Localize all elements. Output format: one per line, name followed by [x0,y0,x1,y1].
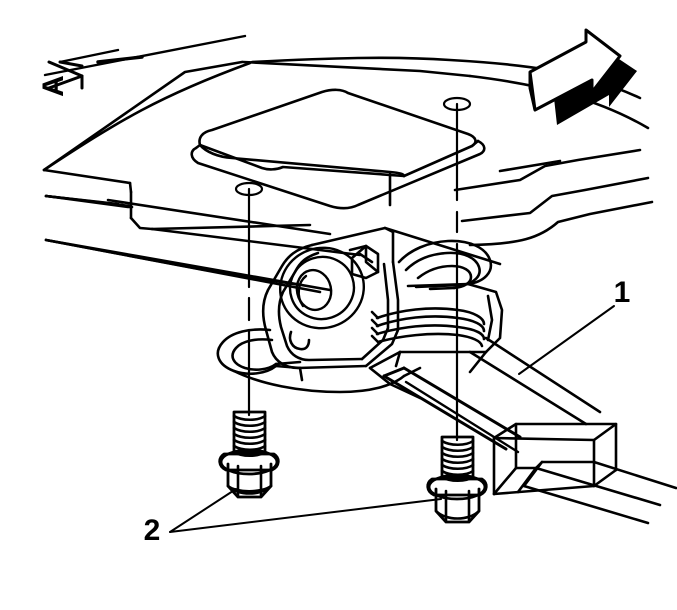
raised-rectangular-pad [190,88,486,210]
vehicle-underbody-panel [42,34,654,294]
pry-bar-tool [382,336,677,525]
view-marker-letter: A [37,75,70,97]
callout-label-1: 1 [614,276,631,309]
callout-label-2: 2 [144,514,161,547]
leader-lines [169,305,615,533]
view-direction-marker-a: A [37,55,144,97]
direction-arrow-icon [528,28,637,125]
right-bolt-centerline [442,96,472,442]
left-mounting-bolt [218,410,280,499]
mount-bracket [216,226,504,400]
right-mounting-bolt [426,435,488,524]
